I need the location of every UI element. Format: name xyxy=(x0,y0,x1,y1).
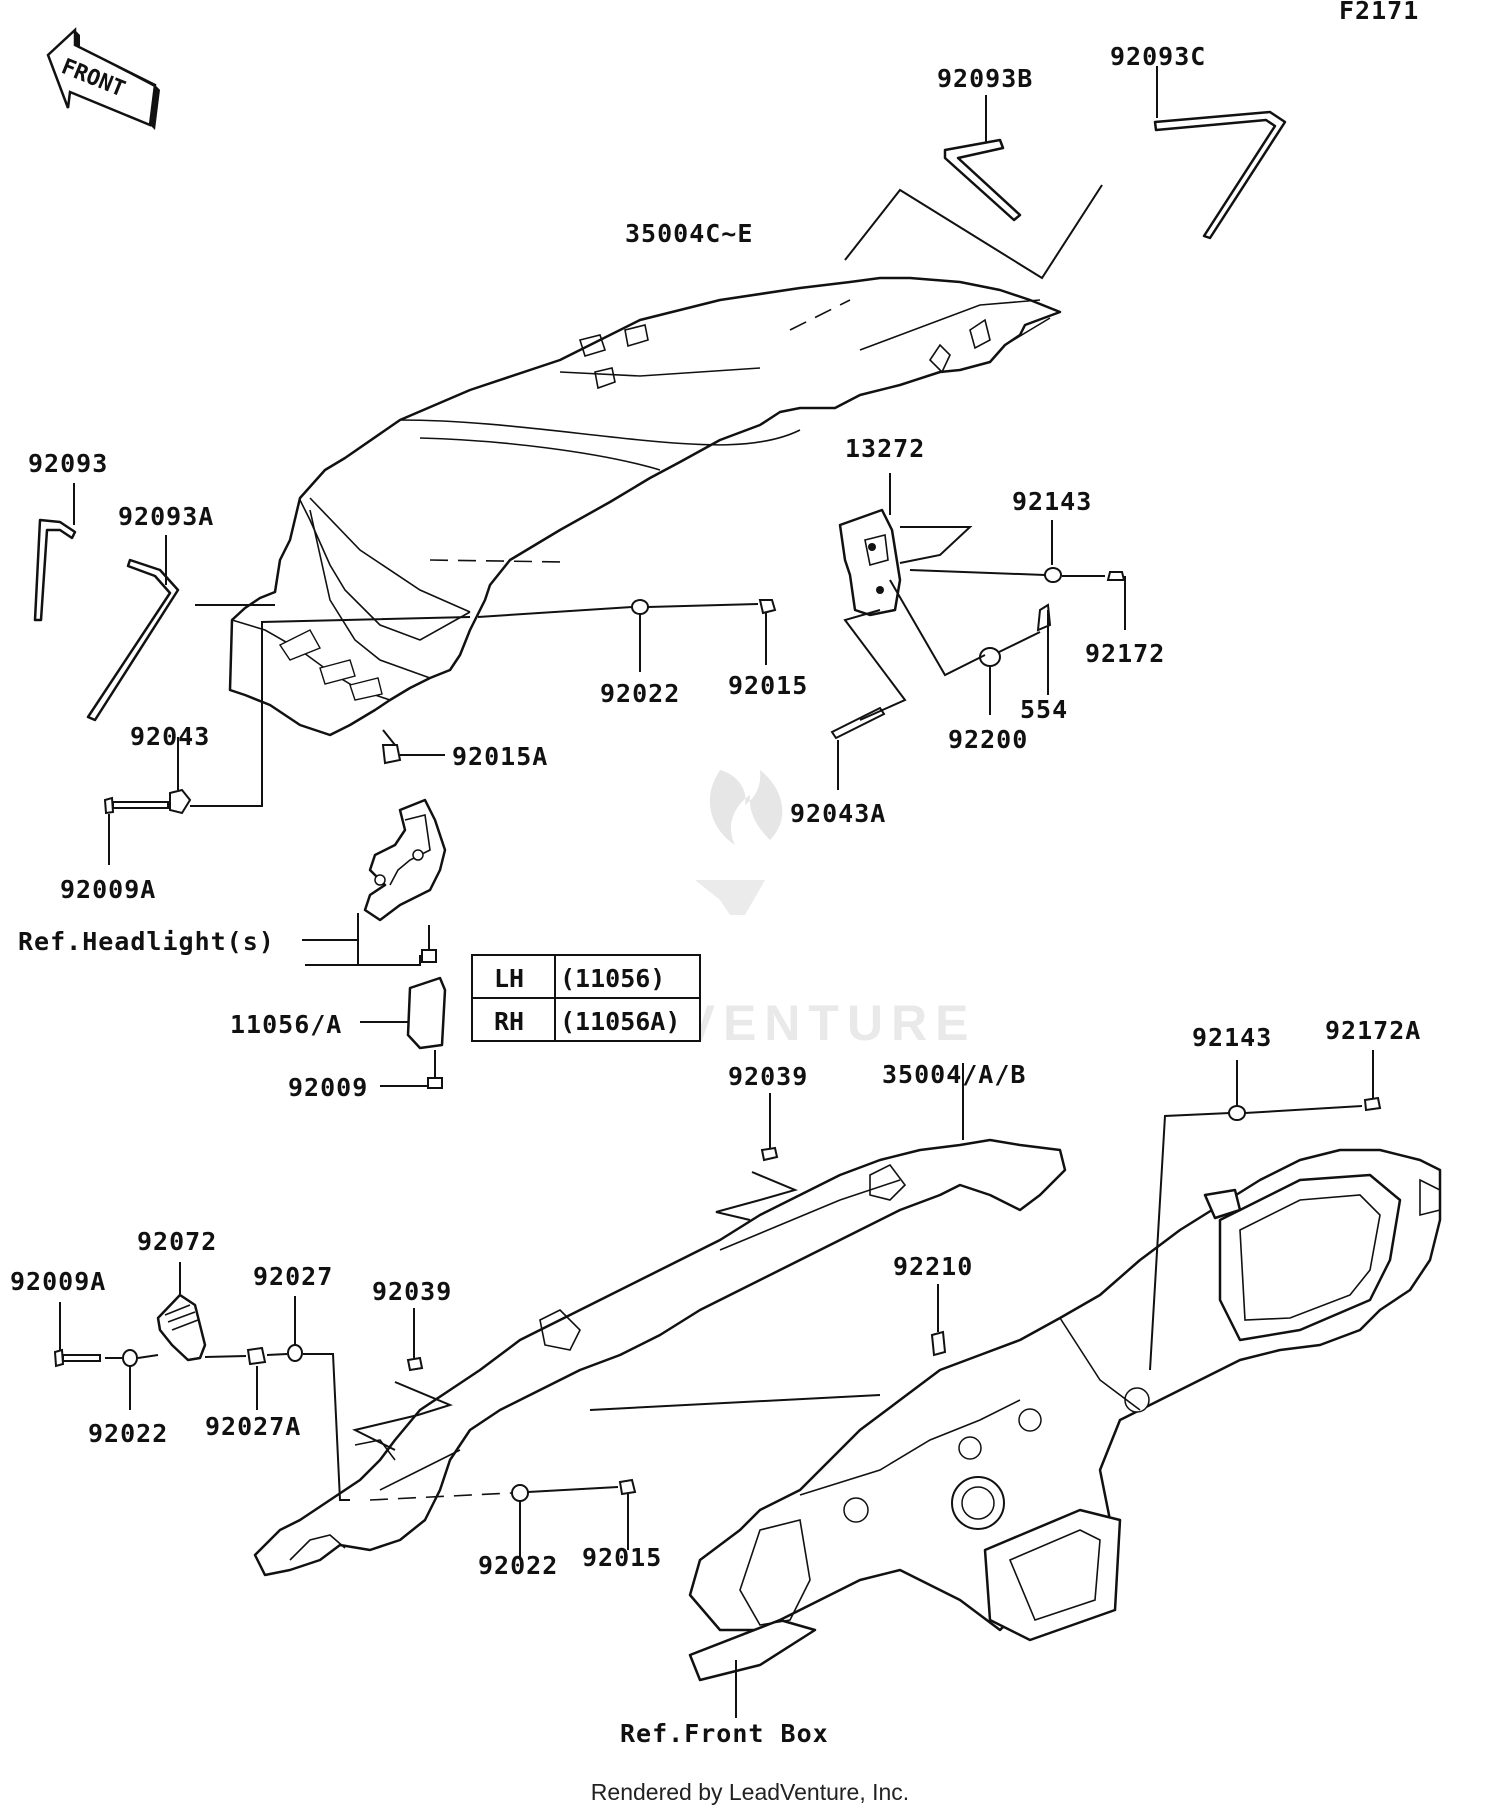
label-92039-top: 92039 xyxy=(728,1062,808,1091)
label-92027a: 92027A xyxy=(205,1412,301,1441)
label-92022-left: 92022 xyxy=(88,1419,168,1448)
label-92172a: 92172A xyxy=(1325,1016,1421,1045)
side-table: LH (11056) RH (11056A) xyxy=(471,954,701,1042)
nut-92015-top xyxy=(758,599,777,665)
label-92210: 92210 xyxy=(893,1252,973,1281)
label-92043a: 92043A xyxy=(790,799,886,828)
label-554: 554 xyxy=(1020,695,1068,724)
label-92200: 92200 xyxy=(948,725,1028,754)
nut-92015a xyxy=(381,729,445,765)
label-92027: 92027 xyxy=(253,1262,333,1291)
bracket-11056 xyxy=(360,976,447,1050)
label-92043: 92043 xyxy=(130,722,210,751)
bolt-92009a-top xyxy=(103,796,169,865)
label-92093: 92093 xyxy=(28,449,108,478)
callout-labels: 92093B 92093C 35004C~E 92093 92093A 1327… xyxy=(10,42,1421,1748)
label-92093a: 92093A xyxy=(118,502,214,531)
screw-92172 xyxy=(1106,571,1126,630)
label-92093c: 92093C xyxy=(1110,42,1206,71)
table-side-lh: LH xyxy=(494,964,524,993)
spacer-92027a xyxy=(246,1346,267,1410)
headlight-bracket xyxy=(302,798,447,966)
pin-92043a xyxy=(830,609,907,790)
label-92022-bottom: 92022 xyxy=(478,1551,558,1580)
label-ref-headlight: Ref.Headlight(s) xyxy=(18,927,275,956)
bracket-13272 xyxy=(838,473,973,617)
label-35004ab: 35004/A/B xyxy=(882,1060,1026,1089)
table-side-rh: RH xyxy=(494,1007,524,1036)
washer-92027 xyxy=(287,1296,303,1362)
clip-92210 xyxy=(930,1284,947,1357)
label-92009a-top: 92009A xyxy=(60,875,156,904)
washer-92022-bottom xyxy=(511,1484,529,1560)
screw-92172a xyxy=(1363,1050,1382,1112)
table-part-rh: (11056A) xyxy=(560,1007,680,1036)
trim-92093 xyxy=(33,483,77,622)
washer-92022-top xyxy=(631,599,649,672)
label-92172: 92172 xyxy=(1085,639,1165,668)
trim-92093c xyxy=(1153,66,1287,240)
label-92143-top: 92143 xyxy=(1012,487,1092,516)
label-92022-top: 92022 xyxy=(600,679,680,708)
bolt-92009a-bottom xyxy=(53,1302,101,1368)
label-92015-top: 92015 xyxy=(728,671,808,700)
label-92093b: 92093B xyxy=(937,64,1033,93)
screw-92039-mid xyxy=(406,1308,424,1372)
grommet-92043 xyxy=(169,737,192,815)
label-92009: 92009 xyxy=(288,1073,368,1102)
label-92015-bottom: 92015 xyxy=(582,1543,662,1572)
label-ref-front-box: Ref.Front Box xyxy=(620,1719,829,1748)
label-11056: 11056/A xyxy=(230,1010,342,1039)
washer-92143-top xyxy=(1044,520,1062,583)
footer-credit: Rendered by LeadVenture, Inc. xyxy=(591,1779,909,1805)
label-92015a: 92015A xyxy=(452,742,548,771)
table-part-lh: (11056) xyxy=(560,964,665,993)
screw-92009 xyxy=(380,1050,443,1089)
trim-92093a xyxy=(86,535,275,722)
knob-92072 xyxy=(156,1262,207,1362)
front-arrow-icon: FRONT xyxy=(46,27,160,130)
nut-92015-bottom xyxy=(618,1478,637,1550)
screw-headlight xyxy=(421,925,437,963)
washer-92143-bottom xyxy=(1228,1060,1246,1121)
clip-554 xyxy=(1036,603,1052,695)
upper-cowl-35004c xyxy=(228,276,1062,737)
label-92143-bottom: 92143 xyxy=(1192,1023,1272,1052)
lower-dash-panel xyxy=(688,1148,1442,1682)
label-35004ce: 35004C~E xyxy=(625,219,753,248)
trim-92093b xyxy=(943,95,1022,222)
washer-92022-left xyxy=(122,1349,138,1410)
label-13272: 13272 xyxy=(845,434,925,463)
figure-code: F2171 xyxy=(1339,0,1419,25)
label-92009a-bottom: 92009A xyxy=(10,1267,106,1296)
lower-cowl-35004 xyxy=(253,1138,1067,1577)
screw-92039-top xyxy=(760,1093,779,1162)
label-92072: 92072 xyxy=(137,1227,217,1256)
label-92039-mid: 92039 xyxy=(372,1277,452,1306)
